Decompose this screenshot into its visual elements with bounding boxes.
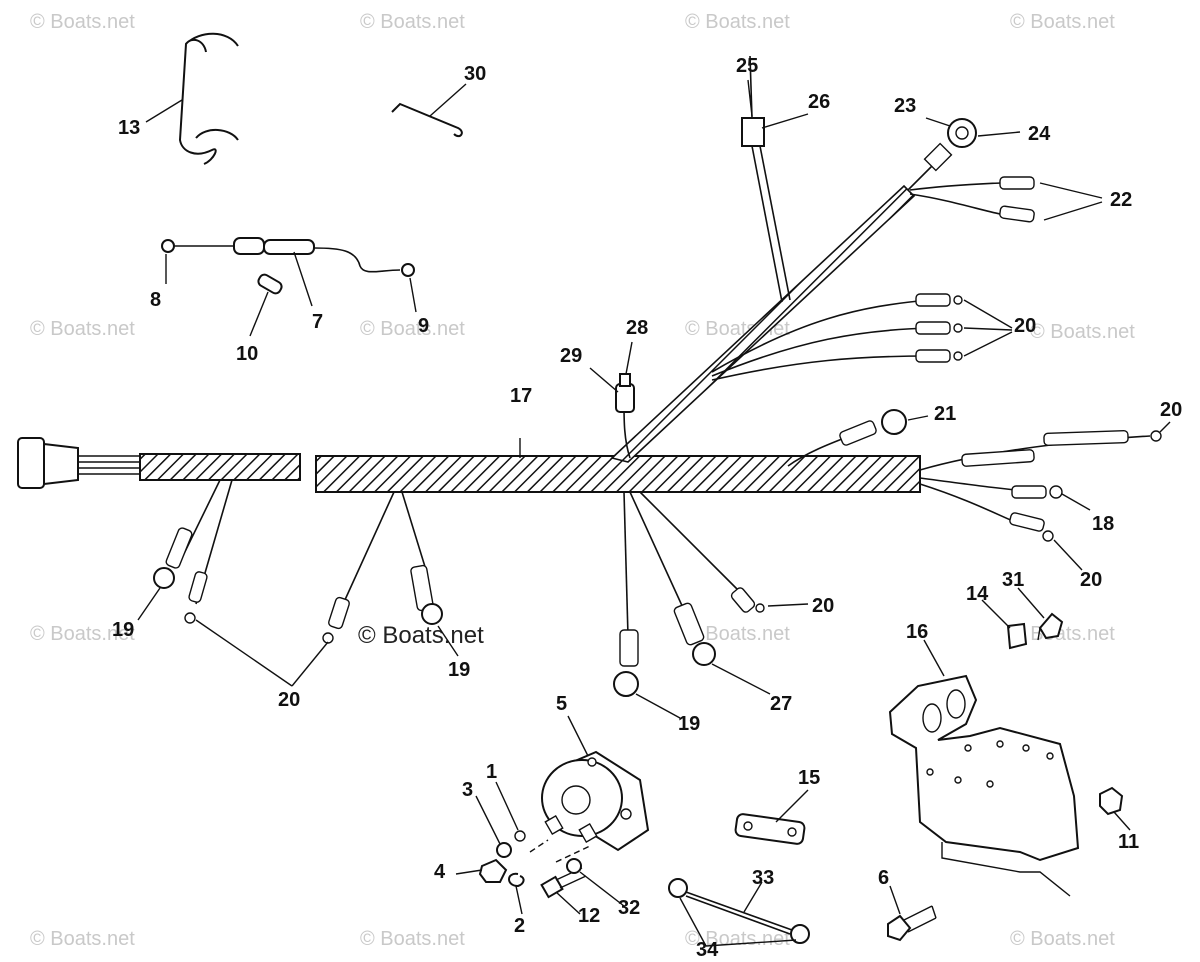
callout-19-left: 19: [112, 619, 134, 641]
callout-11: 11: [1118, 831, 1139, 853]
callout-2: 2: [514, 915, 525, 937]
callout-19-center: 19: [678, 713, 700, 735]
watermark: © Boats.net: [30, 623, 135, 645]
part-13-clip: [178, 32, 239, 165]
lower-wires-center: [613, 491, 765, 697]
watermark: © Boats.net: [30, 318, 135, 340]
part-1-washer: [514, 830, 526, 842]
callout-25: 25: [736, 55, 758, 77]
callout-12: 12: [578, 905, 600, 927]
watermark: © Boats.net: [685, 11, 790, 33]
watermark-center: © Boats.net: [358, 622, 484, 649]
main-harness-17: [17, 437, 921, 493]
watermark: © Boats.net: [1030, 321, 1135, 343]
callout-9: 9: [418, 315, 429, 337]
callout-5: 5: [556, 693, 567, 715]
callout-1: 1: [486, 761, 497, 783]
callout-27: 27: [770, 693, 792, 715]
callout-15: 15: [798, 767, 820, 789]
part-15-link: [734, 813, 806, 845]
callout-20-center: 20: [812, 595, 834, 617]
part-31-screw: [1037, 612, 1064, 641]
callout-33: 33: [752, 867, 774, 889]
callout-3: 3: [462, 779, 473, 801]
callout-20-right-bottom: 20: [1080, 569, 1102, 591]
watermark: © Boats.net: [685, 928, 790, 950]
watermark: © Boats.net: [30, 11, 135, 33]
callout-21: 21: [934, 403, 956, 425]
watermark: © Boats.net: [1010, 623, 1115, 645]
callout-30: 30: [464, 63, 486, 85]
lower-wires-left: [153, 479, 233, 624]
part-32-lockwasher: [566, 858, 582, 874]
part-4-nut: [478, 858, 508, 883]
callout-10: 10: [236, 343, 258, 365]
callout-22: 22: [1110, 189, 1132, 211]
watermark: © Boats.net: [360, 928, 465, 950]
upper-branch: [610, 118, 1035, 463]
part-21-terminal: [787, 409, 907, 467]
connector-branch-25: [741, 55, 791, 303]
part-12-screw: [540, 867, 587, 899]
watermarks: © Boats.net © Boats.net © Boats.net © Bo…: [30, 11, 1135, 950]
callout-34: 34: [696, 939, 719, 961]
branch-20-upper: [711, 293, 963, 381]
callout-31: 31: [1002, 569, 1024, 591]
watermark: © Boats.net: [685, 623, 790, 645]
callout-4: 4: [434, 861, 446, 883]
watermark: © Boats.net: [30, 928, 135, 950]
leader-lines: [137, 79, 1171, 947]
part-2-lockwasher: [508, 872, 525, 888]
callout-6: 6: [878, 867, 889, 889]
part-11-nut: [1099, 786, 1124, 816]
callout-14: 14: [966, 583, 989, 605]
part-5-solenoid: [541, 750, 650, 852]
part-7-lead: [161, 237, 415, 277]
callout-labels: 13 30 8 7 9 10 17 23 24 22 25 26 28 29 2…: [112, 55, 1182, 961]
callout-20-upper: 20: [1014, 315, 1036, 337]
callout-28: 28: [626, 317, 648, 339]
part-28-grommet: [615, 373, 635, 459]
watermark: © Boats.net: [360, 318, 465, 340]
watermark: © Boats.net: [1010, 11, 1115, 33]
lower-wires-middle: [322, 491, 443, 644]
callout-13: 13: [118, 117, 140, 139]
part-3-nut: [496, 842, 512, 858]
callout-23: 23: [894, 95, 916, 117]
callout-32: 32: [618, 897, 640, 919]
callout-24: 24: [1028, 123, 1051, 145]
watermark: © Boats.net: [1010, 928, 1115, 950]
part-16-bracket: [888, 674, 1080, 897]
callout-20-right-top: 20: [1160, 399, 1182, 421]
part-30-spring: [391, 102, 463, 138]
callout-18: 18: [1092, 513, 1114, 535]
part-6-bolt: [887, 905, 937, 942]
callout-20-lower-left: 20: [278, 689, 300, 711]
part-14-clip: [1006, 622, 1028, 650]
part-33-cable: [668, 878, 810, 944]
callout-8: 8: [150, 289, 161, 311]
callout-29: 29: [560, 345, 582, 367]
callout-7: 7: [312, 311, 323, 333]
right-wires: [919, 429, 1162, 542]
callout-16: 16: [906, 621, 928, 643]
callout-19-middle: 19: [448, 659, 470, 681]
callout-26: 26: [808, 91, 830, 113]
watermark: © Boats.net: [360, 11, 465, 33]
part-10-sleeve: [257, 273, 283, 295]
callout-17: 17: [510, 385, 532, 407]
